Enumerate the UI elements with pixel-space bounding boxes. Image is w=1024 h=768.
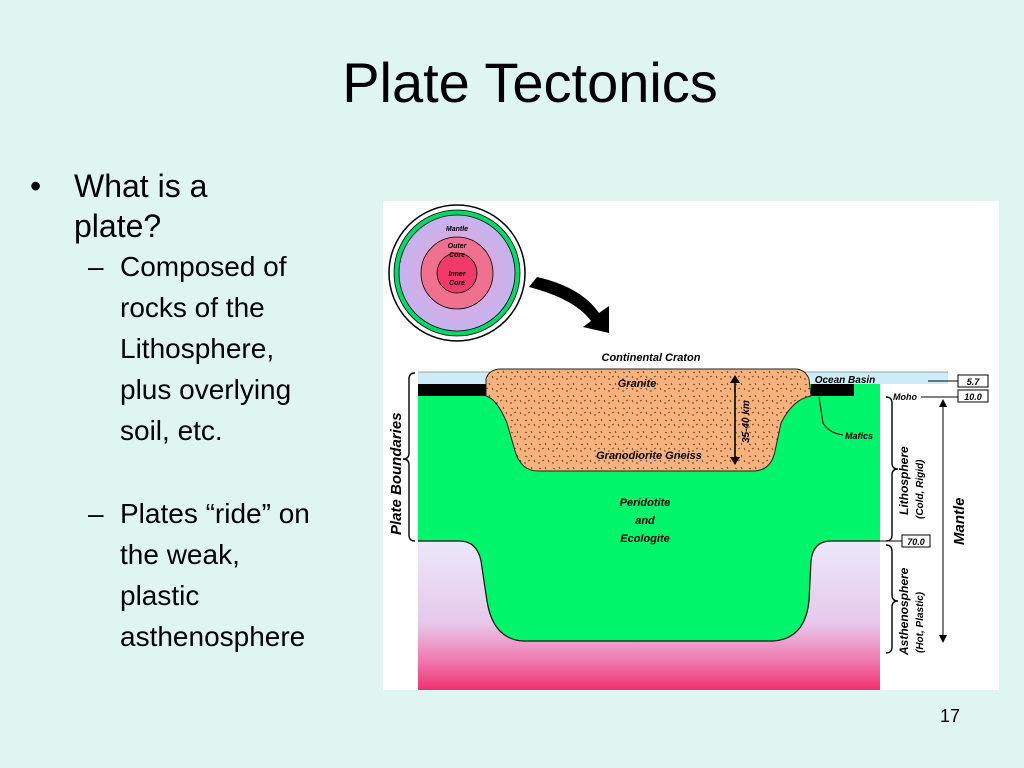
lithosphere-label: Lithosphere [897, 446, 911, 515]
plate-diagram-svg: 35-40 km Continental Craton Granite Gran… [388, 204, 989, 690]
ecologite-label: Ecologite [620, 533, 670, 545]
bullet-what-is-a-plate: • What is a plate? [30, 166, 370, 246]
depth-2-box [957, 389, 989, 403]
mantle-label: Mantle [951, 497, 968, 545]
sub2-line-4: asthenosphere [120, 621, 306, 652]
slide-number: 17 [939, 706, 961, 726]
bullet-list: • What is a plate? – Composed of rocks o… [30, 166, 370, 657]
granite-label: Granite [618, 378, 657, 390]
moho-label: Moho [893, 392, 917, 402]
sub-bullet-plates-ride: – Plates “ride” on the weak, plastic ast… [30, 493, 370, 657]
sub2-line-2: the weak, [120, 539, 240, 570]
lithosphere-bracket [885, 396, 899, 542]
sub2-line-3: plastic [120, 580, 200, 611]
continental-craton-label: Continental Craton [602, 352, 701, 364]
asthenosphere-bracket [885, 544, 899, 654]
outer-core-label-1: Outer [448, 243, 468, 250]
sub2-line-1: Plates “ride” on [120, 498, 310, 529]
inner-core-label-2: Core [449, 280, 465, 287]
oceanic-crust-right [811, 384, 854, 396]
peridotite-label: Peridotite [620, 497, 671, 509]
granodiorite-label: Granodiorite Gneiss [596, 450, 702, 462]
continental-crust [485, 368, 812, 472]
outer-core-label-2: Core [449, 252, 465, 259]
sub-bullet-dash: – [88, 498, 104, 529]
plate-diagram: 35-40 km Continental Craton Granite Gran… [383, 201, 999, 690]
sub1-line-4: plus overlying [120, 374, 292, 405]
mafics-label: Mafics [845, 431, 873, 441]
sub-bullet-composed: – Composed of rocks of the Lithosphere, … [30, 246, 370, 451]
depth-3-box [901, 534, 931, 548]
earth-mantle-label: Mantle [446, 226, 468, 233]
thickness-label: 35-40 km [741, 400, 752, 443]
asthenosphere-label: Asthenosphere [897, 567, 911, 656]
plate-bracket [402, 372, 416, 542]
asthenosphere-subtitle: (Hot, Plastic) [915, 591, 926, 653]
depth-3-value: 70.0 [907, 537, 925, 547]
lithosphere-subtitle: (Cold, Rigid) [915, 459, 926, 519]
bullet-line-1: What is a [74, 168, 208, 204]
depth-1-box [957, 374, 989, 388]
ocean-basin-label: Ocean Basin [815, 375, 876, 386]
depth-2-value: 10.0 [964, 392, 982, 402]
sub1-line-1: Composed of [120, 251, 287, 282]
bullet-dot: • [30, 168, 42, 204]
mafics-leader [818, 396, 844, 436]
lithosphere-boundary [418, 540, 880, 642]
zoom-arrow [529, 277, 609, 333]
earth-inner-core [436, 252, 478, 294]
plate-boundaries-label: Plate Boundaries [388, 412, 405, 535]
slide-title: Plate Tectonics [342, 51, 718, 114]
bullet-line-2: plate? [74, 208, 162, 244]
sub1-line-5: soil, etc. [120, 415, 223, 446]
sub1-line-3: Lithosphere, [120, 333, 275, 364]
sub1-line-2: rocks of the [120, 292, 265, 323]
sub-bullet-dash: – [88, 251, 104, 282]
and-label: and [635, 515, 655, 527]
depth-1-value: 5.7 [967, 377, 981, 387]
oceanic-crust-left [418, 384, 486, 396]
inner-core-label-1: Inner [448, 271, 466, 278]
